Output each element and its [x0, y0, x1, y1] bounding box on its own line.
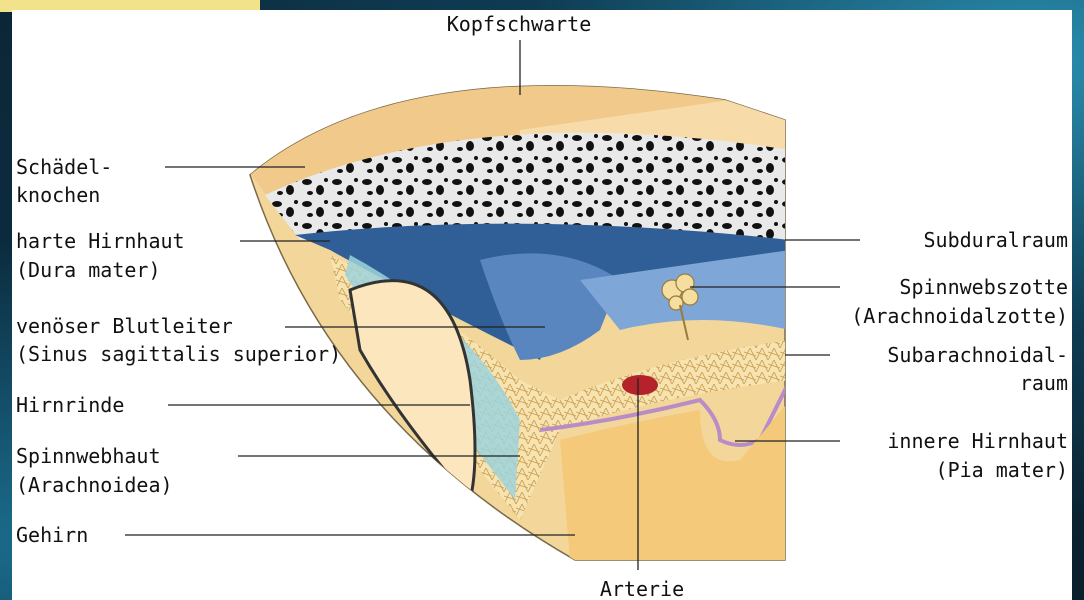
label-kopfschwarte: Kopfschwarte	[447, 12, 592, 36]
label-pia-2: (Pia mater)	[936, 458, 1068, 482]
label-spinnwebhaut-1: Spinnwebhaut	[16, 444, 161, 468]
label-subduralraum: Subduralraum	[924, 228, 1069, 252]
label-sinus-2: (Sinus sagittalis superior)	[16, 342, 341, 366]
label-zotte-1: Spinnwebszotte	[899, 275, 1068, 299]
label-subarachnoidal-1: Subarachnoidal-	[887, 343, 1068, 367]
label-subarachnoidal-2: raum	[1020, 371, 1068, 395]
label-schaedel-1: Schädel-	[16, 155, 112, 179]
label-dura-2: (Dura mater)	[16, 258, 161, 282]
label-pia-1: innere Hirnhaut	[887, 429, 1068, 453]
label-arterie: Arterie	[600, 577, 684, 600]
label-gehirn: Gehirn	[16, 523, 88, 547]
label-spinnwebhaut-2: (Arachnoidea)	[16, 473, 173, 497]
label-zotte-2: (Arachnoidalzotte)	[851, 304, 1068, 328]
label-schaedel-2: knochen	[16, 183, 100, 207]
meninges-cross-section	[240, 75, 790, 560]
label-dura-1: harte Hirnhaut	[16, 229, 185, 253]
label-hirnrinde: Hirnrinde	[16, 393, 124, 417]
artery-vessel	[622, 375, 658, 395]
label-sinus-1: venöser Blutleiter	[16, 314, 233, 338]
